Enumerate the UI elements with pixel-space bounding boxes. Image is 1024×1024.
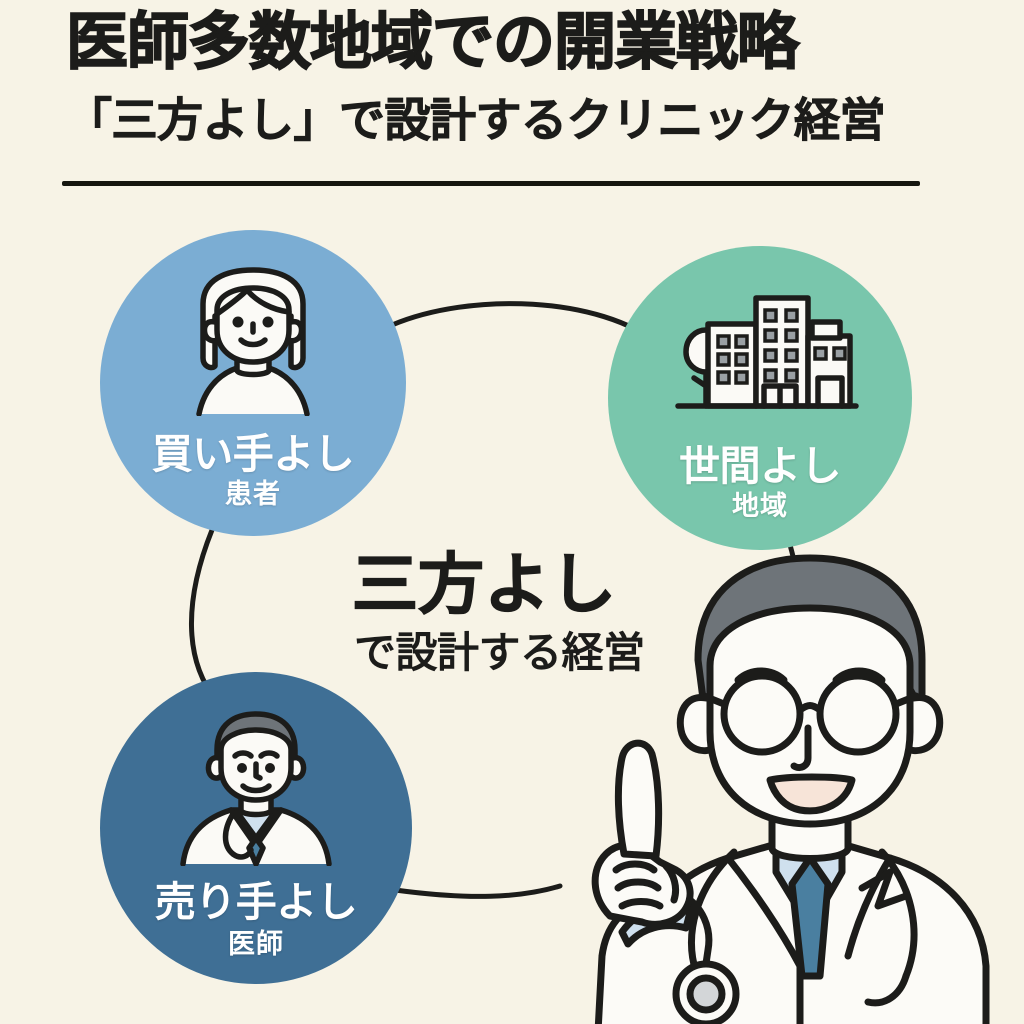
doctor-mouth — [766, 773, 856, 815]
node-buyer-sublabel: 患者 — [225, 479, 281, 509]
node-public-label: 世間よし — [679, 443, 842, 489]
node-buyer[interactable]: 買い手よし 患者 — [100, 230, 406, 536]
node-buyer-label: 買い手よし — [151, 431, 355, 477]
center-subheadline: で設計する経営 — [354, 629, 645, 676]
woman-patient-icon — [196, 267, 310, 416]
node-seller-sublabel: 医師 — [228, 929, 284, 959]
doctor-index-finger — [614, 739, 663, 860]
male-doctor-icon — [180, 711, 332, 866]
doctor-tie — [788, 854, 832, 980]
eye-left — [237, 763, 247, 773]
node-seller[interactable]: 売り手よし 医師 — [100, 672, 412, 984]
page-subtitle: 「三方よし」で設計するクリニック経営 — [66, 94, 886, 147]
eye-right — [262, 316, 274, 328]
connector-arc-left — [189, 527, 219, 703]
node-seller-label: 売り手よし — [154, 879, 358, 925]
stethoscope-left-tube — [688, 848, 738, 976]
node-public-sublabel: 地域 — [732, 491, 788, 521]
glasses-left-lens — [720, 672, 804, 756]
stethoscope-right-tube — [878, 848, 918, 980]
glasses-right-lens — [816, 672, 900, 756]
center-headline: 三方よし — [351, 547, 616, 621]
header-divider — [62, 181, 920, 186]
city-buildings-icon — [675, 295, 859, 409]
doctor-face — [706, 604, 914, 828]
eye-left — [232, 316, 244, 328]
page-title: 医師多数地域での開業戦略 — [65, 7, 800, 78]
eye-right — [265, 763, 275, 773]
pointing-doctor-illustration — [591, 554, 990, 1024]
header: 医師多数地域での開業戦略 「三方よし」で設計するクリニック経営 — [0, 0, 1024, 200]
node-public[interactable]: 世間よし 地域 — [608, 246, 912, 550]
